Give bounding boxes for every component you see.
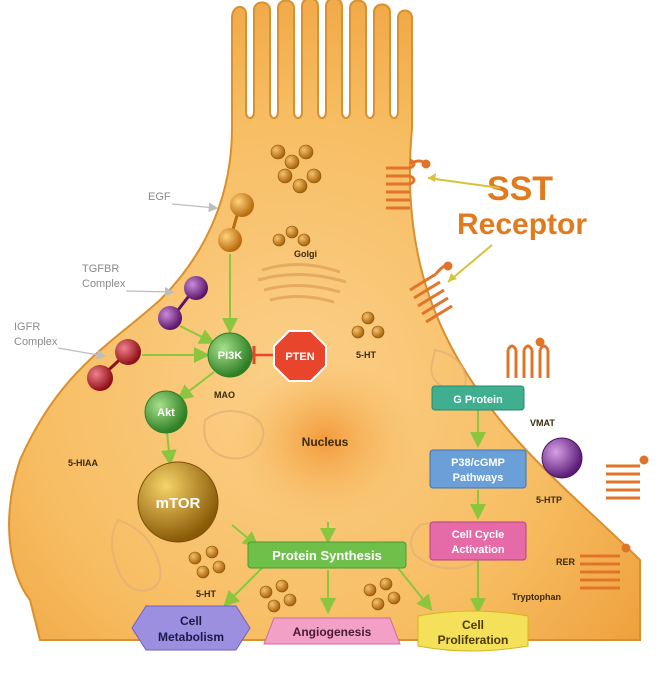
cell-metabolism-label-1: Cell bbox=[180, 614, 202, 628]
pi3k-label: PI3K bbox=[218, 350, 243, 362]
g-protein-label: G Protein bbox=[453, 394, 503, 406]
tryptophan-label: Tryptophan bbox=[512, 592, 561, 602]
title-sst: SST bbox=[487, 170, 553, 208]
golgi-label: Golgi bbox=[294, 249, 317, 259]
cell-metabolism-label-2: Metabolism bbox=[158, 630, 224, 644]
sst-receptor-3 bbox=[508, 339, 548, 378]
rer-label: RER bbox=[556, 557, 576, 567]
egf-label: EGF bbox=[148, 191, 171, 203]
tgfbr-label-1: TGFBR bbox=[82, 263, 119, 275]
mtor-label: mTOR bbox=[156, 495, 201, 512]
sst-receptor-4 bbox=[606, 457, 647, 498]
igfr-ball-2 bbox=[87, 365, 113, 391]
sst-receptor-1 bbox=[386, 160, 429, 208]
igfr-ball-1 bbox=[115, 339, 141, 365]
angiogenesis-label: Angiogenesis bbox=[293, 625, 372, 639]
mao-label: MAO bbox=[214, 390, 235, 400]
tgfbr-label-2: Complex bbox=[82, 278, 126, 290]
cell-proliferation-label-2: Proliferation bbox=[438, 633, 509, 647]
tgfbr-ball-2 bbox=[158, 306, 182, 330]
igfr-label-1: IGFR bbox=[14, 321, 40, 333]
egf-ball-1 bbox=[230, 193, 254, 217]
egf-ball-2 bbox=[218, 228, 242, 252]
5hiaa-label: 5-HIAA bbox=[68, 458, 99, 468]
pointer-receptor-2 bbox=[448, 245, 492, 282]
p38-label-2: Pathways bbox=[453, 472, 504, 484]
tgfbr-ball-1 bbox=[184, 276, 208, 300]
igfr-label-2: Complex bbox=[14, 336, 58, 348]
cell-cycle-label-2: Activation bbox=[451, 544, 504, 556]
vmat-label: VMAT bbox=[530, 418, 555, 428]
vmat-node bbox=[542, 438, 582, 478]
egf-pointer bbox=[172, 204, 216, 208]
cell-cycle-label-1: Cell Cycle bbox=[452, 529, 505, 541]
5ht-bottom-label: 5-HT bbox=[196, 589, 217, 599]
cell-proliferation-label-1: Cell bbox=[462, 618, 484, 632]
5ht-top-label: 5-HT bbox=[356, 350, 377, 360]
nucleus-label: Nucleus bbox=[302, 435, 349, 449]
5htp-label: 5-HTP bbox=[536, 495, 562, 505]
p38-label-1: P38/cGMP bbox=[451, 457, 505, 469]
akt-label: Akt bbox=[157, 407, 175, 419]
pten-label: PTEN bbox=[285, 351, 314, 363]
tgfbr-pointer bbox=[126, 291, 172, 292]
title-receptor: Receptor bbox=[457, 208, 587, 241]
protein-synthesis-label: Protein Synthesis bbox=[272, 548, 382, 563]
